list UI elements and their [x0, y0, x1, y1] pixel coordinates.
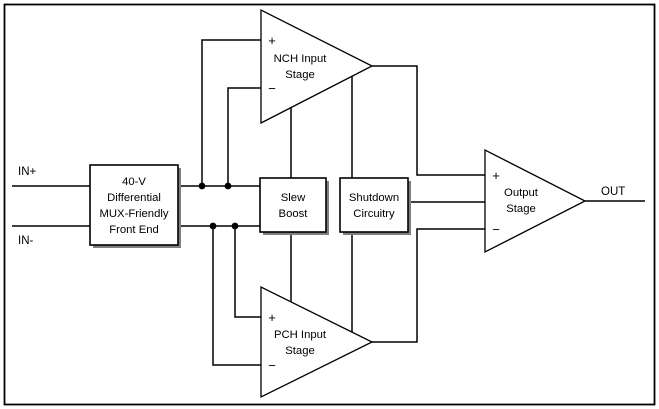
wire-pch-out-to-output-minus [372, 228, 485, 343]
wire-bus-pch-plus [234, 226, 261, 318]
front-end-label-line2: Differential [107, 192, 161, 204]
shutdown-label-line1: Shutdown [349, 192, 399, 204]
output-plus-sign: + [492, 168, 500, 183]
slew-boost-label-line1: Slew [281, 192, 306, 204]
output-minus-sign: − [492, 222, 500, 237]
shutdown-box [339, 177, 409, 233]
amplifier-pch-input-stage: + − PCH Input Stage [260, 285, 374, 399]
front-end-label-line1: 40-V [122, 176, 146, 188]
wire-bus-nch-plus [201, 39, 261, 186]
output-label-line1: Output [504, 187, 539, 199]
wire-group [12, 39, 645, 366]
pch-plus-sign: + [268, 310, 276, 325]
pch-label-line1: PCH Input [274, 329, 327, 341]
slew-boost-box [259, 177, 327, 233]
wire-bus-pch-minus [212, 226, 261, 366]
junction-dot-in-minus-a [209, 222, 217, 230]
wire-bus-nch-minus [227, 87, 261, 186]
wire-nch-out-to-output-plus [372, 65, 485, 176]
junction-dot-in-plus-b [224, 182, 232, 190]
block-slew-boost: Slew Boost [259, 177, 329, 235]
junction-dot-in-minus-b [231, 222, 239, 230]
amplifier-output-stage: + − Output Stage [484, 148, 587, 254]
junction-dot-in-plus-a [198, 182, 206, 190]
front-end-label-line3: MUX-Friendly [99, 208, 168, 220]
output-stage-triangle [484, 148, 587, 254]
pch-triangle [260, 285, 374, 399]
nch-minus-sign: − [268, 81, 276, 96]
diagram-outer-border [3, 3, 656, 406]
label-in-minus: IN- [18, 235, 34, 247]
junction-dot-group [198, 182, 239, 230]
nch-label-line2: Stage [285, 69, 315, 81]
front-end-box [89, 164, 179, 246]
label-in-plus: IN+ [18, 166, 37, 178]
nch-triangle [260, 8, 374, 125]
nch-label-line1: NCH Input [274, 53, 328, 65]
nch-plus-sign: + [268, 33, 276, 48]
output-label-line2: Stage [506, 203, 536, 215]
pch-minus-sign: − [268, 358, 276, 373]
slew-boost-label-line2: Boost [279, 208, 309, 220]
block-shutdown-circuitry: Shutdown Circuitry [339, 177, 411, 235]
label-out: OUT [601, 186, 625, 198]
shutdown-label-line2: Circuitry [353, 208, 395, 220]
amplifier-nch-input-stage: + − NCH Input Stage [260, 8, 374, 125]
block-front-end: 40-V Differential MUX-Friendly Front End [89, 164, 181, 248]
pch-label-line2: Stage [285, 345, 315, 357]
front-end-label-line4: Front End [109, 224, 159, 236]
